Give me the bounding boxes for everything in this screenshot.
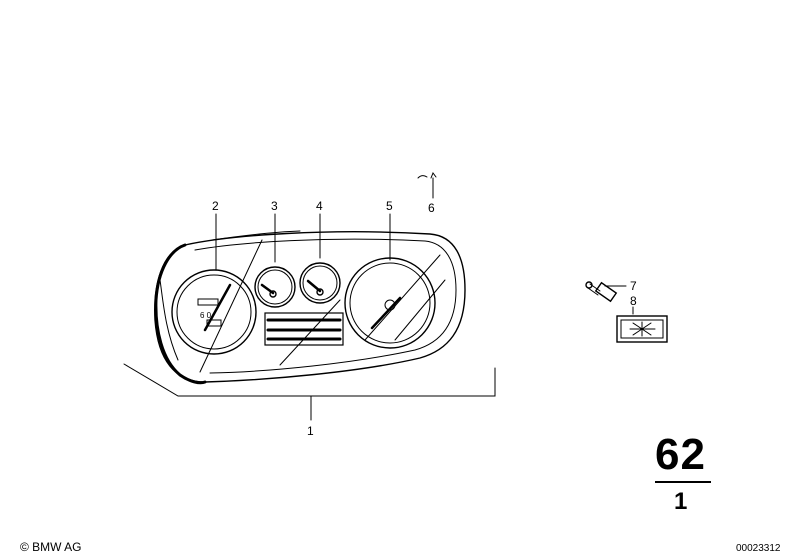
glass-reflection	[199, 239, 341, 373]
speedometer-gauge: 6 0	[171, 269, 257, 355]
temperature-gauge	[299, 262, 341, 304]
group-divider	[655, 481, 711, 483]
svg-text:6 0: 6 0	[200, 311, 212, 320]
warning-light-panel	[264, 312, 344, 346]
callout-6: 6	[428, 201, 435, 215]
assembly-bracket	[123, 363, 496, 421]
fuel-gauge	[254, 266, 296, 308]
callout-5: 5	[386, 199, 393, 213]
callout-1: 1	[307, 424, 314, 438]
cluster-housing	[154, 230, 466, 385]
indicator-lens-part	[616, 315, 668, 343]
diagram-id: 00023312	[736, 543, 781, 554]
subgroup-number: 1	[674, 488, 688, 515]
group-number: 62	[655, 430, 706, 479]
clip-part	[417, 171, 437, 179]
bulb-socket-part	[585, 281, 618, 303]
callout-4: 4	[316, 199, 323, 213]
callout-7: 7	[630, 279, 637, 293]
tachometer-gauge	[344, 254, 446, 349]
callout-leader-lines	[215, 177, 634, 315]
copyright-notice: © BMW AG	[20, 540, 82, 554]
callout-2: 2	[212, 199, 219, 213]
callout-8: 8	[630, 294, 637, 308]
callout-3: 3	[271, 199, 278, 213]
